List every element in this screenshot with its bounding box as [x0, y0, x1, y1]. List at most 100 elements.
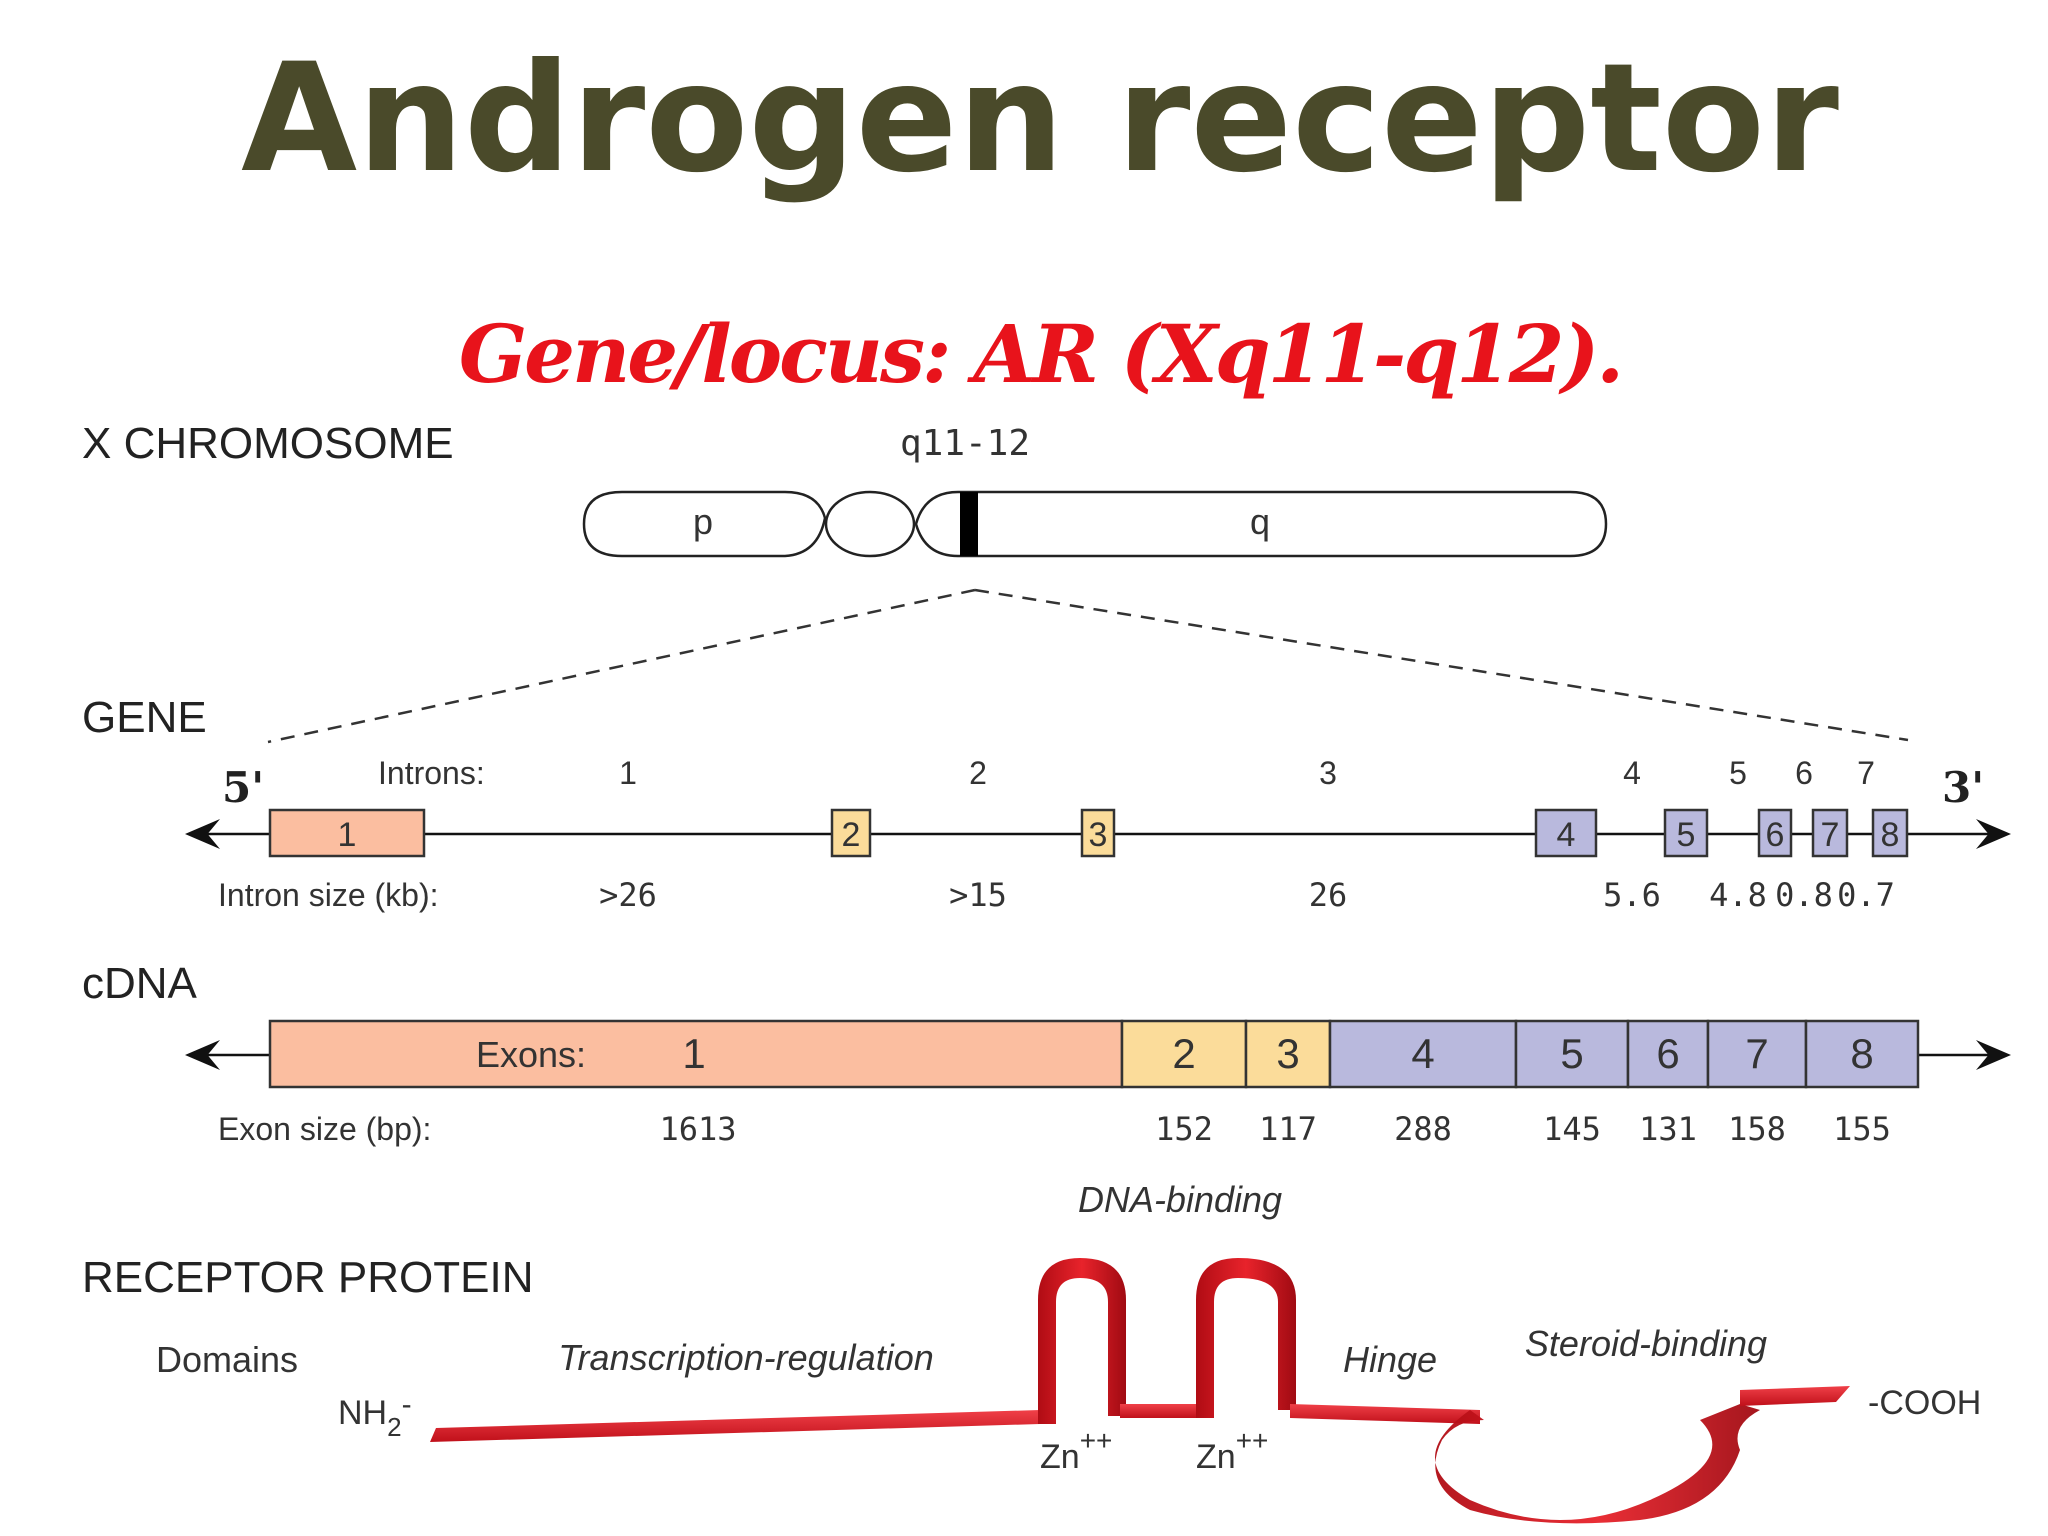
gene-exon-label-5: 5 — [1677, 816, 1696, 854]
cdna-exon-label-7: 7 — [1745, 1030, 1768, 1077]
intron-number-1: 1 — [619, 755, 637, 791]
gene-exon-box-4 — [1534, 808, 1598, 858]
intron-size-4: 5.6 — [1603, 876, 1661, 914]
cdna-exon-size-3: 117 — [1259, 1110, 1317, 1148]
page-title: Androgen receptor — [241, 32, 1839, 206]
cdna-exon-5: 5 145 — [1514, 1019, 1630, 1148]
five-prime-label: 5' — [222, 763, 264, 812]
svg-text:NH2-: NH2- — [338, 1388, 412, 1442]
zinc-label-2: Zn++ — [1196, 1425, 1268, 1476]
gene-exon-2: 2 — [830, 808, 872, 858]
gene-exon-label-8: 8 — [1881, 816, 1900, 854]
cdna-exon-box-6 — [1626, 1019, 1710, 1089]
svg-text:Zn++: Zn++ — [1196, 1425, 1268, 1476]
transcription-regulation-label: Transcription-regulation — [558, 1337, 934, 1378]
cdna-exon-label-5: 5 — [1560, 1030, 1583, 1077]
gene-exon-3: 3 — [1080, 808, 1116, 858]
gene-exon-label-2: 2 — [842, 816, 861, 854]
cdna-exon-size-4: 288 — [1394, 1110, 1452, 1148]
dna-binding-label: DNA-binding — [1078, 1179, 1282, 1220]
gene-exon-box-7 — [1811, 808, 1849, 858]
intron-size-3: 26 — [1309, 876, 1348, 914]
cdna-exon-2: 2 152 — [1120, 1019, 1248, 1148]
cdna-exon-3: 3 117 — [1244, 1019, 1332, 1148]
cdna-label: cDNA — [82, 959, 198, 1008]
cdna-exon-label-4: 4 — [1411, 1030, 1434, 1077]
intron-number-7: 7 — [1857, 755, 1875, 791]
gene-exon-box-2 — [830, 808, 872, 858]
zn2-text: Zn — [1196, 1438, 1236, 1476]
intron-number-3: 3 — [1319, 755, 1337, 791]
cooh-terminus: -COOH — [1868, 1384, 1981, 1422]
intron-size-7: 0.7 — [1837, 876, 1895, 914]
cdna-exon-label-8: 8 — [1850, 1030, 1873, 1077]
steroid-binding-loop — [1435, 1404, 1760, 1524]
gene-locus-subtitle: Gene/locus: AR (Xq11-q12). — [459, 307, 1621, 401]
introns-label: Introns: — [378, 755, 485, 791]
gene-exon-box-6 — [1757, 808, 1793, 858]
zn1-text: Zn — [1040, 1438, 1080, 1476]
protein-ribbon — [430, 1258, 1850, 1524]
ribbon-c-terminal — [1740, 1386, 1850, 1406]
cdna-exon-size-8: 155 — [1833, 1110, 1891, 1148]
domains-label: Domains — [156, 1339, 298, 1380]
ribbon-n-terminal — [430, 1410, 1040, 1442]
cdna-exon-size-5: 145 — [1543, 1110, 1601, 1148]
gene-exon-8: 8 — [1871, 808, 1909, 858]
nh2-terminus: NH2- — [338, 1388, 412, 1442]
cdna-exon-box-5 — [1514, 1019, 1630, 1089]
hinge-label: Hinge — [1343, 1339, 1437, 1380]
svg-text:Zn++: Zn++ — [1040, 1425, 1112, 1476]
intron-number-4: 4 — [1623, 755, 1641, 791]
zinc-finger-1 — [1038, 1258, 1126, 1424]
intron-number-6: 6 — [1795, 755, 1813, 791]
cdna-exon-box-8 — [1804, 1019, 1920, 1089]
x-chromosome-label: X CHROMOSOME — [82, 419, 454, 468]
intron-size-label: Intron size (kb): — [218, 877, 439, 913]
q11-12-band — [960, 492, 978, 556]
receptor-protein-label: RECEPTOR PROTEIN — [82, 1253, 533, 1302]
cdna-exon-box-1 — [268, 1019, 1124, 1089]
gene-exon-label-4: 4 — [1557, 816, 1576, 854]
cdna-exon-size-2: 152 — [1155, 1110, 1213, 1148]
nh2-dash: - — [402, 1388, 412, 1421]
cdna-exon-label-2: 2 — [1172, 1030, 1195, 1077]
intron-number-5: 5 — [1729, 755, 1747, 791]
exons-label: Exons: — [476, 1034, 586, 1075]
zoom-line-left — [267, 588, 976, 744]
gene-exon-label-1: 1 — [338, 816, 357, 854]
gene-exon-5: 5 — [1663, 808, 1709, 858]
p-arm-label: p — [693, 501, 713, 542]
cdna-exon-box-4 — [1328, 1019, 1518, 1089]
cdna-exon-4: 4 288 — [1328, 1019, 1518, 1148]
gene-exon-label-6: 6 — [1766, 816, 1785, 854]
cdna-exon-label-6: 6 — [1656, 1030, 1679, 1077]
chromosome-ideogram — [582, 490, 1608, 558]
nh2-text: NH — [338, 1394, 387, 1432]
zn1-superscript: ++ — [1080, 1425, 1113, 1456]
gene-exon-box-3 — [1080, 808, 1116, 858]
cdna-exon-8: 8 155 — [1804, 1019, 1920, 1148]
zinc-label-1: Zn++ — [1040, 1425, 1112, 1476]
steroid-binding-label: Steroid-binding — [1525, 1323, 1767, 1364]
cdna-exon-label-3: 3 — [1276, 1030, 1299, 1077]
ribbon-hinge — [1290, 1404, 1480, 1424]
gene-exon-box-1 — [268, 808, 426, 858]
zn2-superscript: ++ — [1236, 1425, 1269, 1456]
band-label: q11-12 — [900, 423, 1030, 464]
gene-exon-label-7: 7 — [1821, 816, 1840, 854]
gene-exon-4: 4 — [1534, 808, 1598, 858]
cdna-exon-size-7: 158 — [1728, 1110, 1786, 1148]
gene-exon-6: 6 — [1757, 808, 1793, 858]
three-prime-label: 3' — [1942, 763, 1984, 812]
cdna-exon-box-2 — [1120, 1019, 1248, 1089]
gene-exon-7: 7 — [1811, 808, 1849, 858]
intron-size-6: 0.8 — [1775, 876, 1833, 914]
exon-size-label: Exon size (bp): — [218, 1111, 431, 1147]
cdna-exon-box-3 — [1244, 1019, 1332, 1089]
nh2-subscript: 2 — [387, 1412, 401, 1442]
